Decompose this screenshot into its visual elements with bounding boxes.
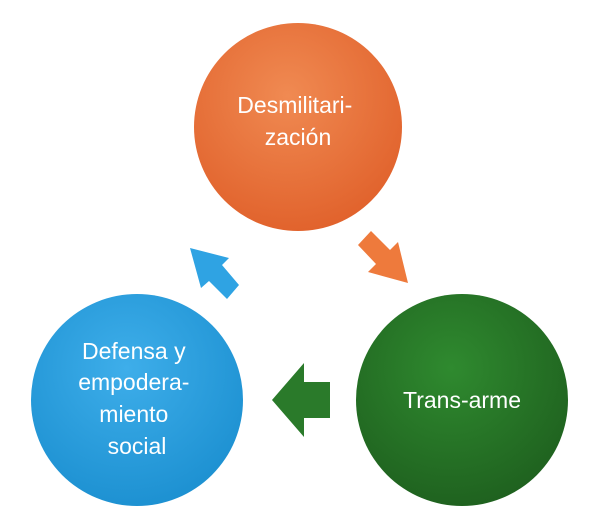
node-defensa: Defensa y empodera- miento social — [31, 294, 243, 506]
node-desmilitarizacion-label: Desmilitari- zación — [237, 92, 358, 150]
node-defensa-line-2: empodera- — [78, 369, 189, 395]
node-trans-arme-line-1: Trans-arme — [403, 387, 521, 413]
arrow-blue-icon — [190, 248, 239, 299]
node-defensa-line-3: miento — [99, 401, 168, 427]
arrow-orange-icon — [358, 231, 408, 283]
node-desmilitarizacion-line-1: Desmilitari- — [237, 92, 352, 118]
node-trans-arme-label: Trans-arme — [403, 387, 521, 413]
node-trans-arme: Trans-arme — [356, 294, 568, 506]
node-defensa-circle — [31, 294, 243, 506]
node-defensa-line-1: Defensa y — [82, 338, 186, 364]
arrow-green-icon — [272, 363, 330, 437]
node-desmilitarizacion: Desmilitari- zación — [194, 23, 402, 231]
node-desmilitarizacion-line-2: zación — [265, 124, 331, 150]
node-desmilitarizacion-circle — [194, 23, 402, 231]
node-defensa-line-4: social — [108, 433, 167, 459]
node-trans-arme-circle — [356, 294, 568, 506]
node-defensa-label: Defensa y empodera- miento social — [78, 338, 196, 459]
